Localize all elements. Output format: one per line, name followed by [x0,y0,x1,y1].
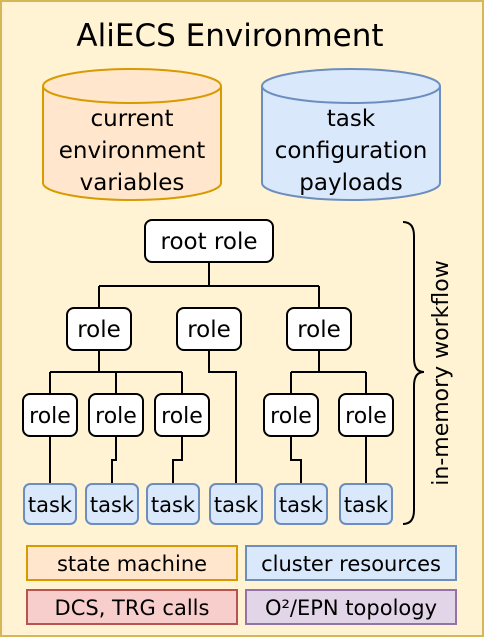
workflow-side-label: in-memory workflow [429,260,454,485]
task-config-database: task configuration payloads [261,68,441,201]
role-node: role [338,393,394,437]
role-label: role [95,404,137,429]
role-node: role [88,393,144,437]
task-node: task [209,483,263,525]
legend-state-machine-label: state machine [57,552,207,576]
task-label: task [90,493,135,517]
role-label: role [270,404,312,429]
legend-topology-label: O²/EPN topology [265,596,437,620]
task-node: task [23,483,77,525]
role-label: role [77,317,121,343]
task-config-line-3: payloads [299,170,402,196]
env-vars-line-2: environment [59,138,205,164]
task-label: task [279,493,324,517]
legend-cluster-resources: cluster resources [245,545,457,581]
task-config-line-1: task [327,106,376,132]
legend-dcs-trg: DCS, TRG calls [26,589,238,625]
root-role-label: root role [161,229,258,255]
diagram-title: AliECS Environment [76,18,383,54]
task-node: task [274,483,328,525]
role-node: role [66,307,132,351]
role-label: role [297,317,341,343]
role-node: role [286,307,352,351]
task-label: task [344,493,389,517]
role-node: role [263,393,319,437]
role-node: role [176,307,242,351]
task-node: task [339,483,393,525]
task-node: task [146,483,200,525]
legend-topology: O²/EPN topology [245,589,457,625]
role-node: role [22,393,78,437]
legend-cluster-resources-label: cluster resources [261,552,441,576]
env-vars-database: current environment variables [42,68,222,201]
env-vars-line-3: variables [80,170,185,196]
role-node: role [154,393,210,437]
role-label: role [29,404,71,429]
task-label: task [151,493,196,517]
legend-state-machine: state machine [26,545,238,581]
role-label: role [187,317,231,343]
legend-dcs-trg-label: DCS, TRG calls [55,596,210,620]
root-role-node: root role [144,219,274,263]
tree-connectors [49,262,367,484]
workflow-brace [402,221,425,525]
task-label: task [214,493,259,517]
role-label: role [345,404,387,429]
task-label: task [28,493,73,517]
task-node: task [85,483,139,525]
role-label: role [161,404,203,429]
env-vars-line-1: current [91,106,174,132]
task-config-line-2: configuration [275,138,428,164]
